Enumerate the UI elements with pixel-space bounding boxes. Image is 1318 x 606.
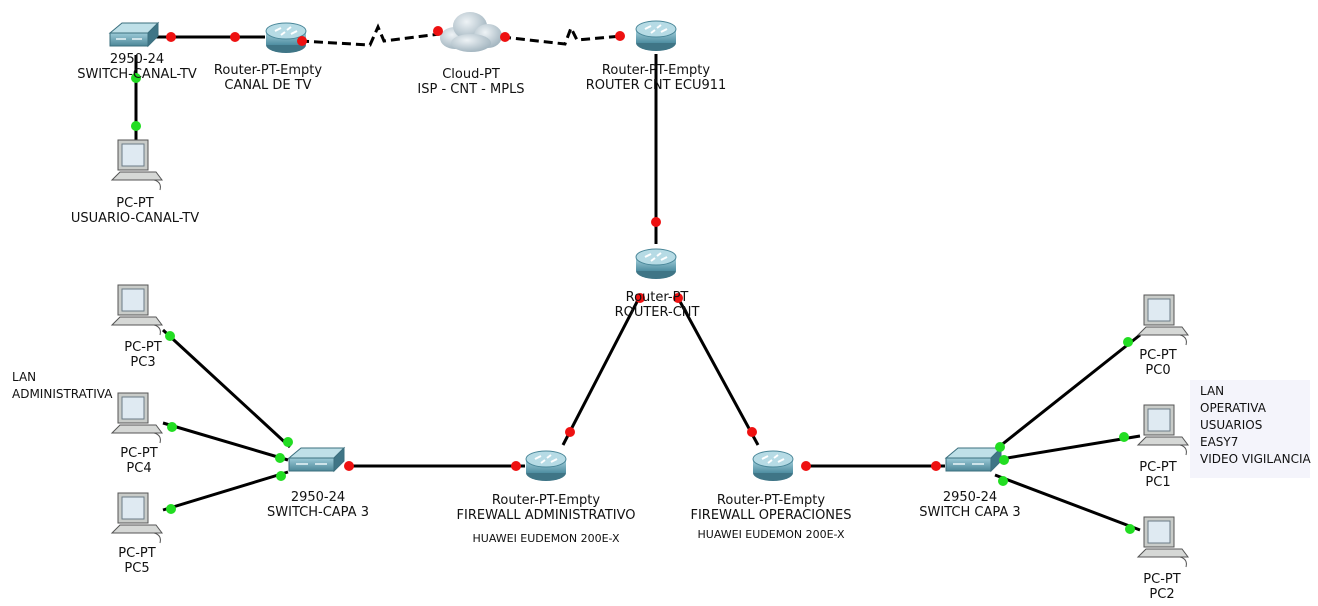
port-indicators bbox=[131, 26, 1135, 534]
port-down-dot bbox=[673, 293, 683, 303]
pc-icon[interactable] bbox=[110, 492, 163, 544]
port-up-dot bbox=[283, 437, 293, 447]
router-icon[interactable] bbox=[265, 22, 307, 53]
pc-icon[interactable] bbox=[1136, 404, 1189, 456]
cloud-icon[interactable] bbox=[440, 12, 502, 52]
pc-icon[interactable] bbox=[110, 139, 163, 191]
port-up-dot bbox=[999, 455, 1009, 465]
link-routercnt-fwadmin[interactable] bbox=[561, 295, 642, 446]
link-pc4-switchleft[interactable] bbox=[162, 421, 289, 462]
port-up-dot bbox=[131, 121, 141, 131]
port-down-dot bbox=[230, 32, 240, 42]
link-pc2-switchright[interactable] bbox=[994, 473, 1141, 532]
link-pc5-switchleft[interactable] bbox=[162, 470, 289, 512]
port-up-dot bbox=[1123, 337, 1133, 347]
lan-operativa-box bbox=[1190, 380, 1310, 478]
port-down-dot bbox=[565, 427, 575, 437]
router-icon[interactable] bbox=[525, 450, 567, 481]
port-up-dot bbox=[1125, 524, 1135, 534]
port-up-dot bbox=[167, 422, 177, 432]
port-up-dot bbox=[166, 504, 176, 514]
port-up-dot bbox=[275, 453, 285, 463]
switch-icon[interactable] bbox=[287, 446, 346, 473]
port-up-dot bbox=[276, 471, 286, 481]
link-routercnt-fwoper[interactable] bbox=[675, 295, 760, 446]
pc-icon[interactable] bbox=[110, 392, 163, 444]
link-pc0-switchright[interactable] bbox=[994, 333, 1141, 452]
port-down-dot bbox=[651, 217, 661, 227]
port-up-dot bbox=[131, 73, 141, 83]
link-pc3-switchleft[interactable] bbox=[161, 328, 292, 449]
port-up-dot bbox=[998, 476, 1008, 486]
router-icon[interactable] bbox=[752, 450, 794, 481]
port-down-dot bbox=[344, 461, 354, 471]
port-down-dot bbox=[635, 293, 645, 303]
pc-icon[interactable] bbox=[110, 284, 163, 336]
port-up-dot bbox=[995, 442, 1005, 452]
port-down-dot bbox=[297, 36, 307, 46]
port-down-dot bbox=[747, 427, 757, 437]
link-pc1-switchright[interactable] bbox=[994, 434, 1141, 462]
port-down-dot bbox=[511, 461, 521, 471]
port-down-dot bbox=[615, 31, 625, 41]
port-down-dot bbox=[931, 461, 941, 471]
port-up-dot bbox=[165, 331, 175, 341]
pc-icon[interactable] bbox=[1136, 516, 1189, 568]
switch-icon[interactable] bbox=[108, 21, 160, 48]
links bbox=[134, 23, 1141, 532]
port-down-dot bbox=[433, 26, 443, 36]
router-icon[interactable] bbox=[635, 248, 677, 279]
switch-icon[interactable] bbox=[944, 446, 1003, 473]
link-routertv-cloud-serial[interactable] bbox=[299, 23, 441, 47]
port-down-dot bbox=[500, 32, 510, 42]
router-icon[interactable] bbox=[635, 20, 677, 51]
link-cloud-routerecu-serial[interactable] bbox=[501, 24, 623, 46]
port-down-dot bbox=[801, 461, 811, 471]
port-up-dot bbox=[1119, 432, 1129, 442]
pc-icon[interactable] bbox=[1136, 294, 1189, 346]
port-down-dot bbox=[166, 32, 176, 42]
